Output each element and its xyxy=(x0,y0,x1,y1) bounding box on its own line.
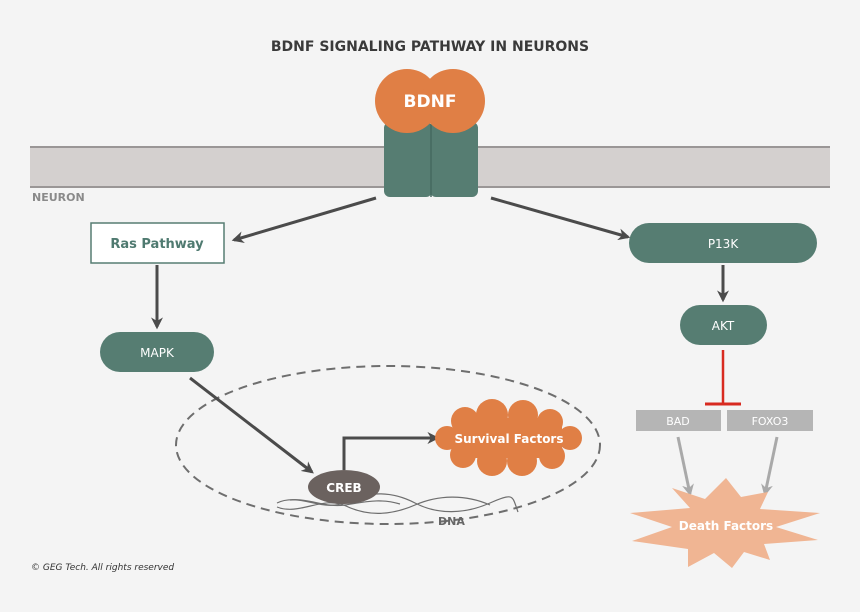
p13k-label: P13K xyxy=(708,237,740,251)
death-factors-label: Death Factors xyxy=(679,519,773,533)
bad-label: BAD xyxy=(666,415,690,428)
membrane-label: NEURON xyxy=(32,191,85,204)
mapk-label: MAPK xyxy=(140,346,175,360)
arrow-mapk-to-creb xyxy=(189,376,314,474)
arrow-bad-to-death xyxy=(676,436,694,497)
bdnf-ligand: BDNF xyxy=(375,69,485,133)
bad-node xyxy=(636,410,721,431)
survival-factors-cloud xyxy=(435,399,582,476)
nucleus-outline xyxy=(175,365,601,525)
copyright-notice: © GEG Tech. All rights reserved xyxy=(31,563,174,573)
arrow-receptor-to-p13k xyxy=(490,196,631,241)
ras-pathway-label: Ras Pathway xyxy=(110,237,204,252)
bdnf-label: BDNF xyxy=(404,92,457,112)
mapk-node xyxy=(100,332,214,372)
akt-label: AKT xyxy=(712,319,735,333)
p13k-node xyxy=(629,223,817,263)
creb-node xyxy=(308,470,380,504)
dna-label: DNA xyxy=(438,515,465,528)
creb-label: CREB xyxy=(326,481,361,495)
death-factors-burst xyxy=(630,478,820,568)
foxo3-node xyxy=(727,410,813,431)
arrow-creb-to-survival xyxy=(342,432,440,470)
diagram-title: BDNF SIGNALING PATHWAY IN NEURONS xyxy=(271,39,589,55)
ras-pathway-box xyxy=(90,222,225,264)
arrow-foxo3-to-death xyxy=(761,436,779,497)
akt-node xyxy=(680,305,767,345)
arrow-receptor-to-ras xyxy=(231,196,377,244)
trkb-receptor xyxy=(384,122,478,197)
survival-factors-label: Survival Factors xyxy=(455,432,564,446)
dna-strands xyxy=(276,493,519,515)
foxo3-label: FOXO3 xyxy=(752,415,789,428)
